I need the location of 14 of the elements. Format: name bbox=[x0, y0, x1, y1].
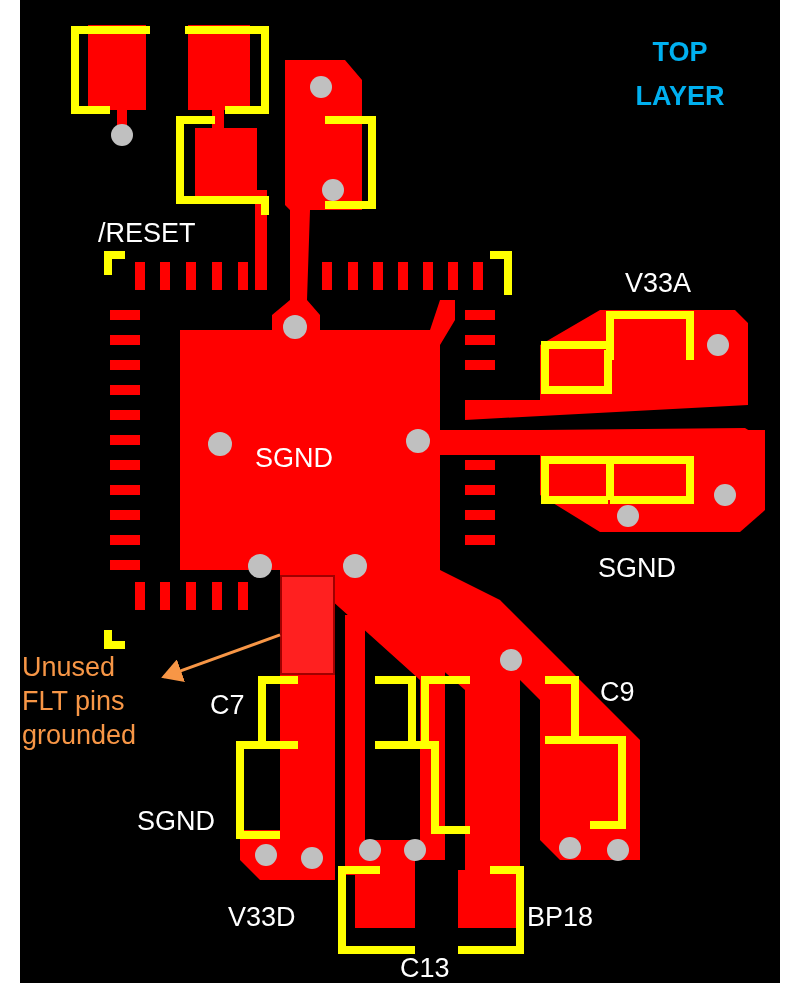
net-label: V33A bbox=[625, 268, 692, 298]
net-label: V33D bbox=[228, 902, 296, 932]
annotation-text: Unused FLT pins grounded bbox=[22, 650, 164, 752]
leader-arrow bbox=[161, 633, 281, 682]
component-label: C7 bbox=[210, 690, 245, 720]
net-label: SGND bbox=[598, 553, 676, 583]
pin-label: /RESET bbox=[98, 218, 196, 248]
layer-label: TOP LAYER bbox=[634, 36, 726, 113]
net-label: SGND bbox=[137, 806, 215, 836]
component-label: C13 bbox=[400, 953, 450, 983]
net-label: BP18 bbox=[527, 902, 594, 932]
component-label: C9 bbox=[600, 677, 635, 707]
net-label: SGND bbox=[255, 443, 333, 473]
ground-trace bbox=[280, 575, 335, 675]
